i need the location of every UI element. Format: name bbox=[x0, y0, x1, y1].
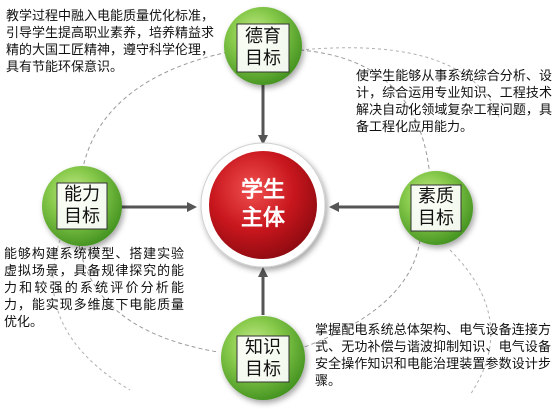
node-label-ability-line2: 目标 bbox=[64, 206, 100, 227]
node-label-moral: 德育 目标 bbox=[237, 26, 289, 70]
dashed-ring-outer bbox=[52, 47, 501, 396]
node-label-knowledge: 知识 目标 bbox=[237, 337, 289, 381]
center-label-line1: 学生 bbox=[240, 178, 285, 203]
plate-quality bbox=[410, 184, 462, 232]
arc-moral-quality bbox=[299, 49, 431, 179]
node-label-quality-line1: 素质 bbox=[418, 186, 454, 207]
node-label-moral-line1: 德育 bbox=[245, 26, 281, 47]
node-label-ability-line1: 能力 bbox=[64, 184, 100, 205]
node-label-knowledge-line1: 知识 bbox=[245, 337, 281, 358]
description-quality: 使学生能够从事系统综合分析、设计，综合运用专业知识、工程技术解决自动化领域复杂工… bbox=[356, 69, 552, 135]
plate-knowledge bbox=[236, 335, 290, 383]
label-plates bbox=[56, 23, 462, 383]
arc-quality-knowledge bbox=[295, 239, 421, 351]
description-ability: 能够构建系统模型、搭建实验虚拟场景，具备规律探究的能力和较强的系统评价分析能力，… bbox=[4, 247, 184, 330]
center-label-line2: 主体 bbox=[240, 206, 285, 231]
plate-moral bbox=[236, 23, 290, 73]
dashed-ring bbox=[77, 49, 431, 353]
node-label-knowledge-line2: 目标 bbox=[245, 359, 281, 380]
node-label-moral-line2: 目标 bbox=[245, 48, 281, 69]
node-label-ability: 能力 目标 bbox=[57, 184, 107, 228]
description-knowledge: 掌握配电系统总体架构、电气设备连接方式、无功补偿与谐波抑制知识、电气设备安全操作… bbox=[315, 323, 551, 389]
node-label-quality-line2: 目标 bbox=[418, 208, 454, 229]
plate-ability bbox=[56, 182, 108, 230]
arc-outer-bottom-right bbox=[449, 249, 492, 396]
arc-ability-knowledge bbox=[77, 237, 219, 353]
description-moral: 教学过程中融入电能质量优化标准，引导学生提高职业素养，培养精益求精的大国工匠精神… bbox=[6, 9, 215, 75]
center-node bbox=[200, 142, 326, 268]
arc-outer-top-right bbox=[299, 47, 501, 121]
arrows bbox=[120, 84, 406, 315]
arc-moral-ability bbox=[81, 51, 229, 173]
center-label: 学生 主体 bbox=[223, 177, 303, 233]
node-label-quality: 素质 目标 bbox=[411, 186, 461, 230]
arc-outer-bottom-left bbox=[52, 239, 131, 391]
